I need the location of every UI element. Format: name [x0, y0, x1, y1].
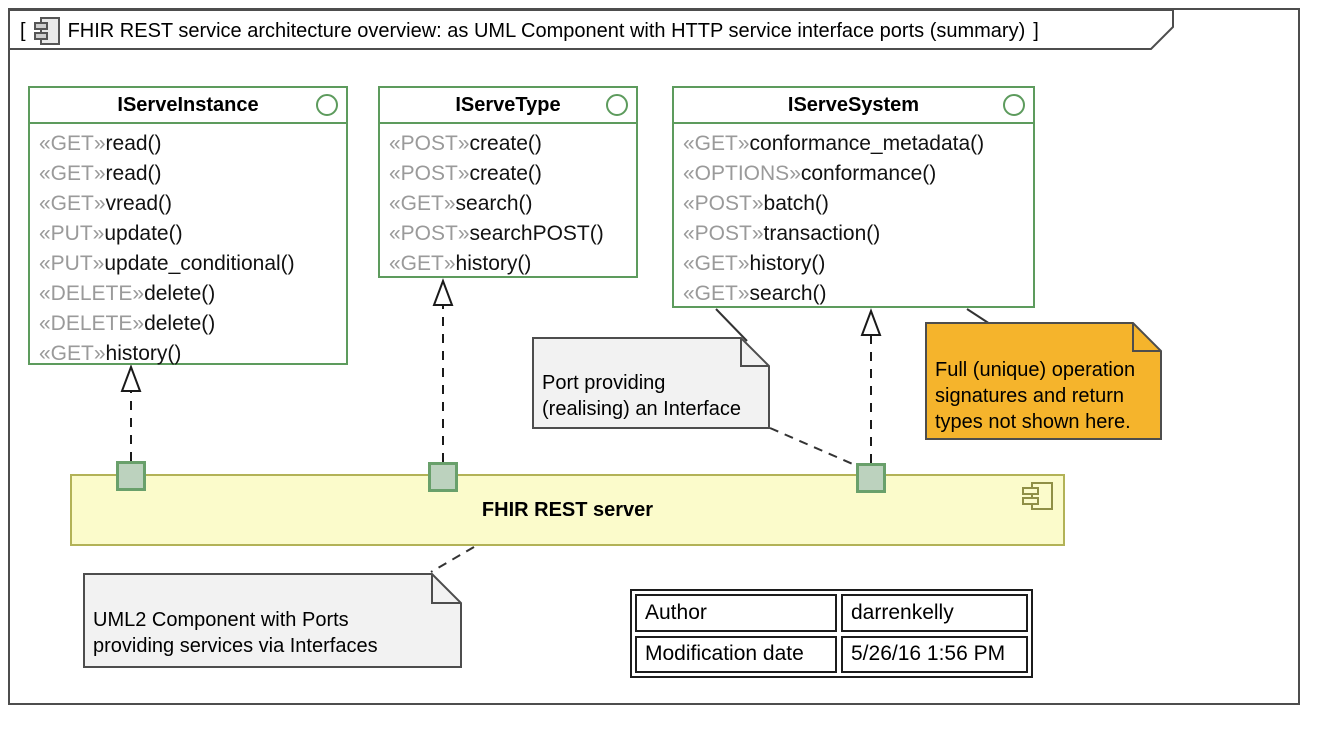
method-row: «GET»history(): [39, 342, 182, 365]
title-close-bracket: ]: [1033, 19, 1039, 42]
method-row: «GET»history(): [389, 252, 532, 275]
note-text: UML2 Component with Ports providing serv…: [93, 609, 378, 657]
title-tab-shape: [8, 9, 1174, 50]
method-row: «GET»search(): [683, 282, 827, 305]
interface-name: IServeSystem: [787, 93, 920, 116]
note-shape: [925, 322, 1162, 440]
note-uml2-component[interactable]: UML2 Component with Ports providing serv…: [83, 573, 462, 668]
anchor-line-portnote-system: [715, 308, 748, 342]
info-value-author: darrenkelly: [841, 594, 1028, 632]
page-title: FHIR REST service architecture overview:…: [67, 19, 1026, 42]
method-row: «POST»transaction(): [683, 222, 881, 245]
interface-name: IServeInstance: [117, 93, 259, 116]
method-row: «POST»searchPOST(): [389, 222, 604, 245]
uml-component-icon: [1022, 482, 1053, 510]
method-row: «DELETE»delete(): [39, 312, 216, 335]
method-row: «POST»create(): [389, 162, 542, 185]
interface-iserveinstance[interactable]: IServeInstance «GET»read() «GET»read() «…: [28, 86, 348, 365]
interface-header: IServeSystem: [674, 88, 1033, 124]
anchor-line-signaturenote-system: [966, 308, 991, 325]
method-list: «GET»read() «GET»read() «GET»vread() «PU…: [30, 124, 346, 369]
note-port-providing[interactable]: Port providing (realising) an Interface: [532, 337, 770, 429]
info-label-modification-date: Modification date: [635, 635, 837, 673]
port-iserveinstance[interactable]: [116, 461, 146, 491]
interface-circle-icon: [316, 94, 338, 116]
note-shape: [532, 337, 770, 429]
method-row: «POST»create(): [389, 132, 542, 155]
method-list: «GET»conformance_metadata() «OPTIONS»con…: [674, 124, 1033, 309]
method-list: «POST»create() «POST»create() «GET»searc…: [380, 124, 636, 279]
uml-component-icon: [33, 17, 60, 45]
note-text: Port providing (realising) an Interface: [542, 372, 741, 420]
note-text: Full (unique) operation signatures and r…: [935, 359, 1136, 433]
anchor-line-portnote-port: [769, 427, 856, 466]
note-operation-signatures[interactable]: Full (unique) operation signatures and r…: [925, 322, 1162, 440]
realization-arrowhead-instance: [120, 364, 142, 392]
interface-header: IServeType: [380, 88, 636, 124]
method-row: «GET»read(): [39, 162, 162, 185]
component-fhir-rest-server[interactable]: FHIR REST server: [70, 474, 1065, 546]
realization-arrowhead-type: [432, 278, 454, 306]
title-open-bracket: [: [20, 19, 26, 42]
anchor-line-componentnote-bar: [430, 546, 475, 573]
interface-iservesystem[interactable]: IServeSystem «GET»conformance_metadata()…: [672, 86, 1035, 308]
info-label-author: Author: [635, 594, 837, 632]
note-shape: [83, 573, 462, 668]
interface-header: IServeInstance: [30, 88, 346, 124]
diagram-info-table[interactable]: Author darrenkelly Modification date 5/2…: [630, 589, 1033, 678]
method-row: «POST»batch(): [683, 192, 829, 215]
method-row: «GET»history(): [683, 252, 826, 275]
method-row: «GET»conformance_metadata(): [683, 132, 985, 155]
method-row: «PUT»update(): [39, 222, 183, 245]
realization-arrowhead-system: [860, 308, 882, 336]
diagram-title: [ FHIR REST service architecture overvie…: [20, 16, 1039, 46]
method-row: «GET»read(): [39, 132, 162, 155]
interface-circle-icon: [1003, 94, 1025, 116]
method-row: «PUT»update_conditional(): [39, 252, 295, 275]
info-value-modification-date: 5/26/16 1:56 PM: [841, 635, 1028, 673]
component-label: FHIR REST server: [481, 498, 654, 521]
method-row: «GET»vread(): [39, 192, 173, 215]
interface-iservetype[interactable]: IServeType «POST»create() «POST»create()…: [378, 86, 638, 278]
port-iservesystem[interactable]: [856, 463, 886, 493]
method-row: «DELETE»delete(): [39, 282, 216, 305]
port-iservetype[interactable]: [428, 462, 458, 492]
interface-name: IServeType: [455, 93, 561, 116]
interface-circle-icon: [606, 94, 628, 116]
method-row: «GET»search(): [389, 192, 533, 215]
method-row: «OPTIONS»conformance(): [683, 162, 937, 185]
